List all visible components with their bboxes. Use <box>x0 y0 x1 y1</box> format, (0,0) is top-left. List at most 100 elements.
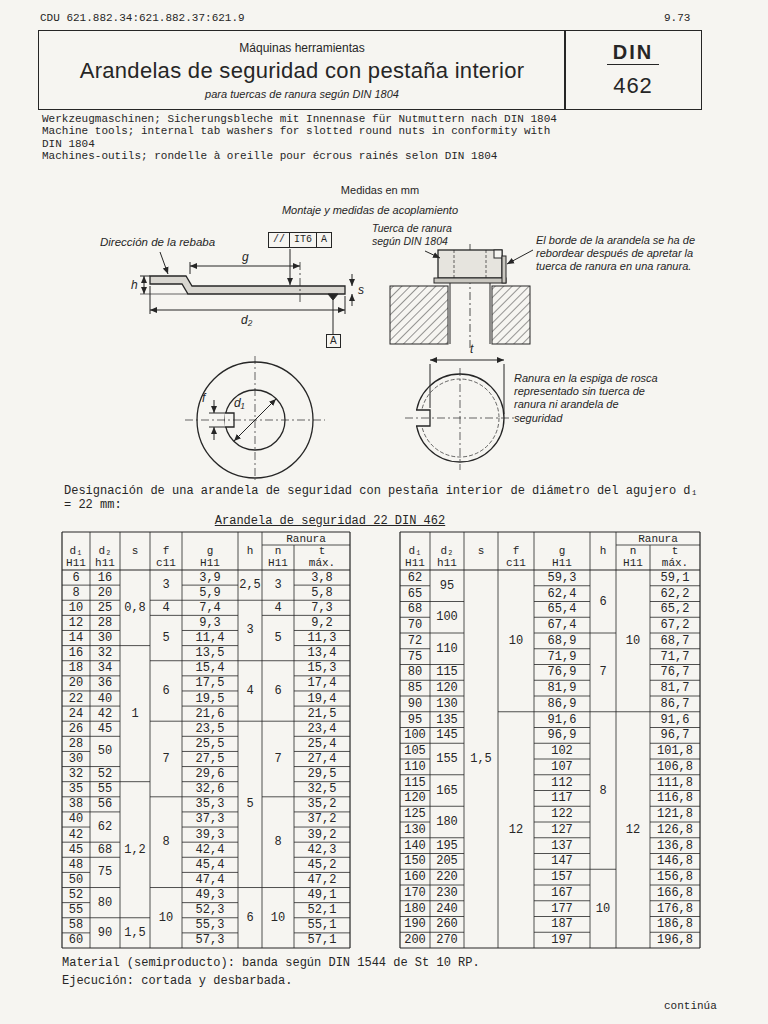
table-header: H11 <box>182 558 238 570</box>
table-cell: 160 <box>400 869 430 885</box>
table-rule <box>150 600 182 601</box>
table-rule <box>90 660 120 661</box>
table-cell: 29,5 <box>294 767 350 782</box>
table-cell: 100 <box>400 728 430 744</box>
table-cell: 4 <box>262 600 294 615</box>
table-rule <box>62 531 350 532</box>
table-rule <box>400 680 430 681</box>
table-rule <box>182 766 238 767</box>
table-cell: 22 <box>62 691 90 706</box>
table-rule <box>90 857 120 858</box>
table-rule <box>498 532 499 948</box>
table-header: d₂ <box>430 545 464 557</box>
table-rule <box>400 853 430 854</box>
table-cell: 75 <box>90 857 120 887</box>
table-cell: 6 <box>150 661 182 721</box>
table-cell: 80 <box>90 888 120 918</box>
datum-letter: A <box>330 335 337 347</box>
table-rule <box>182 872 238 873</box>
standard-name: DIN <box>607 41 659 65</box>
table-rule <box>534 759 590 760</box>
table-rule <box>182 887 238 888</box>
dimension-letter: f <box>202 391 205 405</box>
table-cell: 96,7 <box>650 728 700 744</box>
table-cell: 36 <box>90 676 120 691</box>
table-rule <box>650 743 700 744</box>
table-rule <box>400 774 430 775</box>
table-cell: 71,7 <box>650 649 700 665</box>
table-rule <box>400 664 430 665</box>
table-cell: 140 <box>400 838 430 854</box>
table-header: g <box>182 545 238 557</box>
table-cell: 25,5 <box>182 736 238 751</box>
table-rule <box>62 751 90 752</box>
table-cell: 37,2 <box>294 812 350 827</box>
table-cell: 130 <box>400 822 430 838</box>
table-cell: 125 <box>400 806 430 822</box>
table-rule <box>62 600 90 601</box>
table-cell: 7 <box>590 633 616 712</box>
header-title: Arandelas de seguridad con pestaña inter… <box>80 58 525 84</box>
table-cell: 10 <box>616 570 650 712</box>
table-cell: 147 <box>534 854 590 870</box>
table-cell: 167 <box>534 885 590 901</box>
table-cell: 80 <box>400 665 430 681</box>
table-cell: 60 <box>62 933 90 948</box>
table-cell: 120 <box>400 791 430 807</box>
table-rule <box>294 660 350 661</box>
table-rule <box>262 532 263 948</box>
table-rule <box>150 887 182 888</box>
table-rule <box>534 932 590 933</box>
table-rule <box>90 675 120 676</box>
callout-text: El borde de la arandela se ha de reborde… <box>536 234 704 274</box>
table-rule <box>62 827 90 828</box>
table-rule <box>62 721 90 722</box>
table-cell: 110 <box>430 633 464 665</box>
table-cell: 110 <box>400 759 430 775</box>
table-rule <box>294 827 350 828</box>
table-rule <box>534 774 590 775</box>
table-cell: 205 <box>430 854 464 870</box>
table-header: máx. <box>650 558 700 570</box>
dimension-letter: s <box>358 283 364 297</box>
table-rule <box>294 736 350 737</box>
table-cell: 10 <box>262 888 294 948</box>
table-rule <box>182 917 238 918</box>
table-cell: 67,4 <box>534 617 590 633</box>
table-cell: 127 <box>534 822 590 838</box>
table-cell: 195 <box>430 838 464 854</box>
table-rule <box>400 916 430 917</box>
table-cell: 111,8 <box>650 775 700 791</box>
table-rule <box>650 885 700 886</box>
table-rule <box>400 648 430 649</box>
table-rule <box>90 645 120 646</box>
table-rule <box>400 837 430 838</box>
table-cell: 126,8 <box>650 822 700 838</box>
table-cell: 197 <box>534 932 590 948</box>
table-cell: 62 <box>400 570 430 586</box>
table-cell: 67,2 <box>650 617 700 633</box>
table-rule <box>294 615 350 616</box>
table-cell: 57,1 <box>294 933 350 948</box>
date: 9.73 <box>664 12 690 25</box>
table-rule <box>182 781 238 782</box>
table-rule <box>430 916 464 917</box>
table-cell: 27,4 <box>294 751 350 766</box>
table-rule <box>238 887 262 888</box>
table-cell: 186,8 <box>650 917 700 933</box>
table-cell: 156,8 <box>650 869 700 885</box>
table-rule <box>62 585 90 586</box>
table-cell: 23,5 <box>182 721 238 736</box>
table-rule <box>62 902 90 903</box>
table-rule <box>90 532 91 948</box>
table-rule <box>294 690 350 691</box>
table-cell: 1 <box>120 646 150 782</box>
table-rule <box>238 532 239 948</box>
table-rule <box>534 648 590 649</box>
designation-example: Arandela de seguridad 22 DIN 462 <box>130 514 530 528</box>
table-cell: 28 <box>90 615 120 630</box>
table-cell: 42,4 <box>182 842 238 857</box>
table-cell: 91,6 <box>534 712 590 728</box>
table-header: h11 <box>90 558 120 570</box>
table-rule <box>238 660 262 661</box>
